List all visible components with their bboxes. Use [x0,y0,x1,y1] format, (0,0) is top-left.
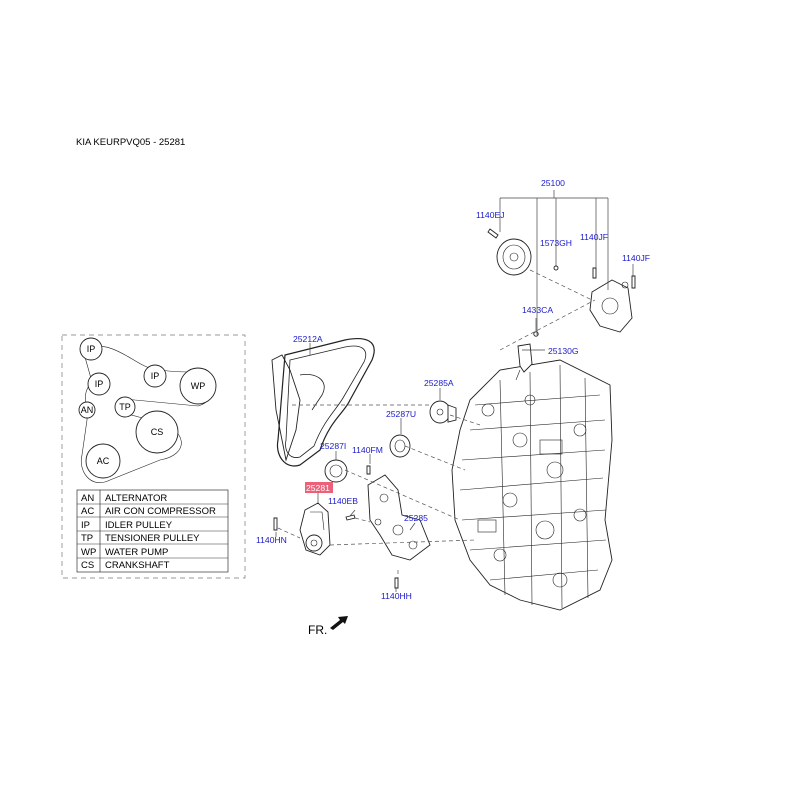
pulley-label: IP [87,344,96,354]
pulley-label: AC [97,456,110,466]
legend-code: AN [81,493,94,504]
part-number-1140ej[interactable]: 1140EJ [476,210,505,220]
part-number-25285a[interactable]: 25285A [424,378,454,388]
legend-code: CS [81,560,94,571]
alignment-dash-lines [277,404,481,578]
part-number-1140eb[interactable]: 1140EB [328,496,358,506]
part-number-1140jf[interactable]: 1140JF [622,253,650,263]
bolts-lower [273,465,399,589]
front-direction-label: FR. [308,623,327,637]
water-pump-assembly [487,228,636,381]
pulley-label: IP [151,371,160,381]
part-number-25100[interactable]: 25100 [541,178,565,188]
belt-routing-inset: IP IP IP TP WP AN CS AC AN ALTERNATOR AC… [61,334,246,579]
front-direction-arrow-icon [330,616,348,630]
drive-belt [271,338,375,467]
idler-pulley-25287i [324,459,348,483]
part-number-1140hh[interactable]: 1140HH [381,591,412,601]
part-number-1573gh[interactable]: 1573GH [540,238,572,248]
idler-pulley-top-icon [79,337,103,361]
legend-code: TP [81,533,93,544]
tensioner-assembly-25281 [299,502,331,556]
part-number-1140jf[interactable]: 1140JF [580,232,608,242]
part-number-1140hn[interactable]: 1140HN [256,535,287,545]
pulley-label: TP [119,402,131,412]
idler-pulley-25285a [429,400,457,424]
diagram-header: KIA KEURPVQ05 - 25281 [76,137,186,148]
pulley-label: IP [95,379,104,389]
pulley-label: AN [81,405,94,415]
pulley-legend-table: AN ALTERNATOR AC AIR CON COMPRESSOR IP I… [76,489,229,573]
part-number-25212a[interactable]: 25212A [293,334,323,344]
selected-part-highlight [305,482,333,493]
legend-name: WATER PUMP [105,547,168,558]
legend-code: WP [81,547,96,558]
tensioner-pulley-icon [114,396,136,418]
engine-block-drawing [451,359,613,611]
part-number-25285[interactable]: 25285 [404,513,428,523]
water-pump-pulley-icon [179,367,217,405]
alternator-pulley-icon [78,401,96,419]
air-con-pulley-icon [85,443,121,479]
leader-lines-lower [275,318,545,592]
legend-code: IP [81,520,90,531]
legend-code: AC [81,506,94,517]
pulley-label: CS [151,427,164,437]
leader-lines-25100 [499,190,634,351]
part-number-25130g[interactable]: 25130G [548,346,579,356]
legend-name: AIR CON COMPRESSOR [105,506,216,517]
part-number-25287i[interactable]: 25287I [320,441,346,451]
legend-name: TENSIONER PULLEY [105,533,200,544]
idler-pulley-mid-icon [143,364,167,388]
part-number-25281[interactable]: 25281 [306,483,330,493]
idler-pulley-left-icon [87,372,111,396]
part-number-1433ca[interactable]: 1433CA [522,305,553,315]
legend-name: ALTERNATOR [105,493,167,504]
crankshaft-pulley-icon [135,410,179,454]
bracket-25285 [367,474,431,561]
part-number-1140fm[interactable]: 1140FM [352,445,383,455]
part-number-25287u[interactable]: 25287U [386,409,416,419]
legend-name: CRANKSHAFT [105,560,170,571]
legend-name: IDLER PULLEY [105,520,173,531]
pulley-label: WP [191,381,206,391]
idler-pulley-25287u [389,434,411,458]
